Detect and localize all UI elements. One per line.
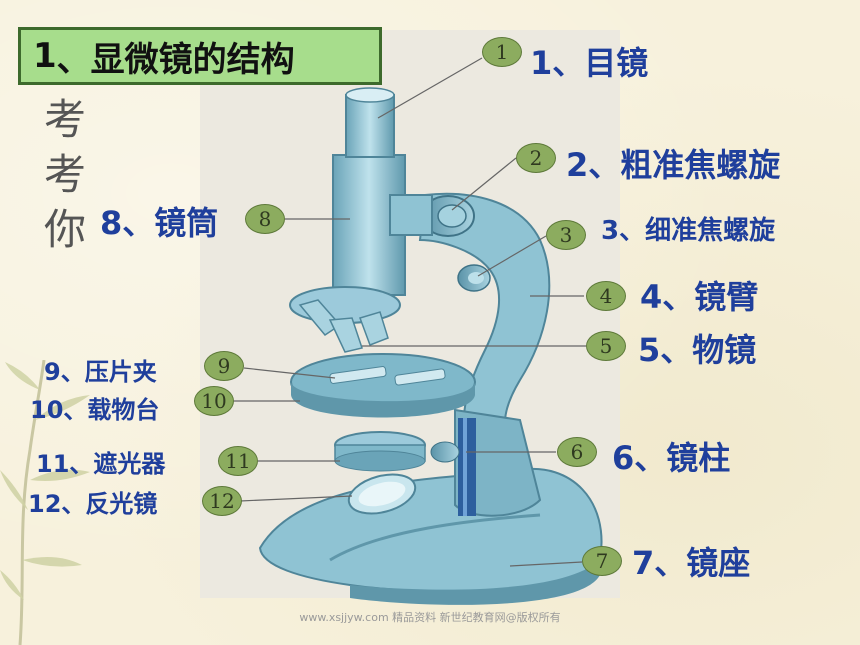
badge-9: 9 — [204, 351, 244, 381]
badge-3: 3 — [546, 220, 586, 250]
badge-12: 12 — [202, 486, 242, 516]
label-pillar: 6、镜柱 — [612, 439, 731, 477]
label-tube: 8、镜筒 — [100, 204, 219, 242]
coarse-knob-shape — [421, 195, 475, 237]
footer-copyright: www.xsjjyw.com 精品资料 新世纪教育网@版权所有 — [299, 611, 561, 624]
label-fine-focus: 3、细准焦螺旋 — [601, 216, 776, 246]
badge-5: 5 — [586, 331, 626, 361]
badge-6: 6 — [557, 437, 597, 467]
mirror-shape — [347, 473, 417, 515]
title-number: 1 — [33, 36, 57, 76]
badge-8: 8 — [245, 204, 285, 234]
side-prompt-text: 考 考 你 — [44, 92, 104, 257]
arm-group — [418, 192, 551, 517]
badge-2: 2 — [516, 143, 556, 173]
leader-lines — [234, 57, 586, 567]
badge-7: 7 — [582, 546, 622, 576]
label-base: 7、镜座 — [632, 544, 751, 582]
slide-title: 1、显微镜的结构 — [18, 27, 382, 85]
label-objective: 5、物镜 — [638, 331, 757, 369]
title-text: 、显微镜的结构 — [56, 39, 295, 80]
badge-10: 10 — [194, 386, 234, 416]
badge-4: 4 — [586, 281, 626, 311]
label-stage-clip: 9、压片夹 — [44, 358, 157, 386]
bamboo-decoration — [0, 360, 90, 645]
side-char-1: 考 — [44, 95, 87, 144]
mirror-base-group — [258, 467, 603, 605]
badge-1: 1 — [482, 37, 522, 67]
side-char-2: 考 — [44, 150, 87, 199]
label-stage: 10、载物台 — [30, 396, 160, 424]
badge-11: 11 — [218, 446, 258, 476]
fine-knob-shape — [457, 264, 491, 292]
label-coarse-focus: 2、粗准焦螺旋 — [566, 146, 781, 184]
label-arm: 4、镜臂 — [640, 278, 759, 316]
label-mirror: 12、反光镜 — [28, 490, 158, 518]
label-diaphragm: 11、遮光器 — [36, 450, 166, 478]
side-char-3: 你 — [44, 205, 87, 254]
label-eyepiece: 1、目镜 — [530, 44, 649, 82]
